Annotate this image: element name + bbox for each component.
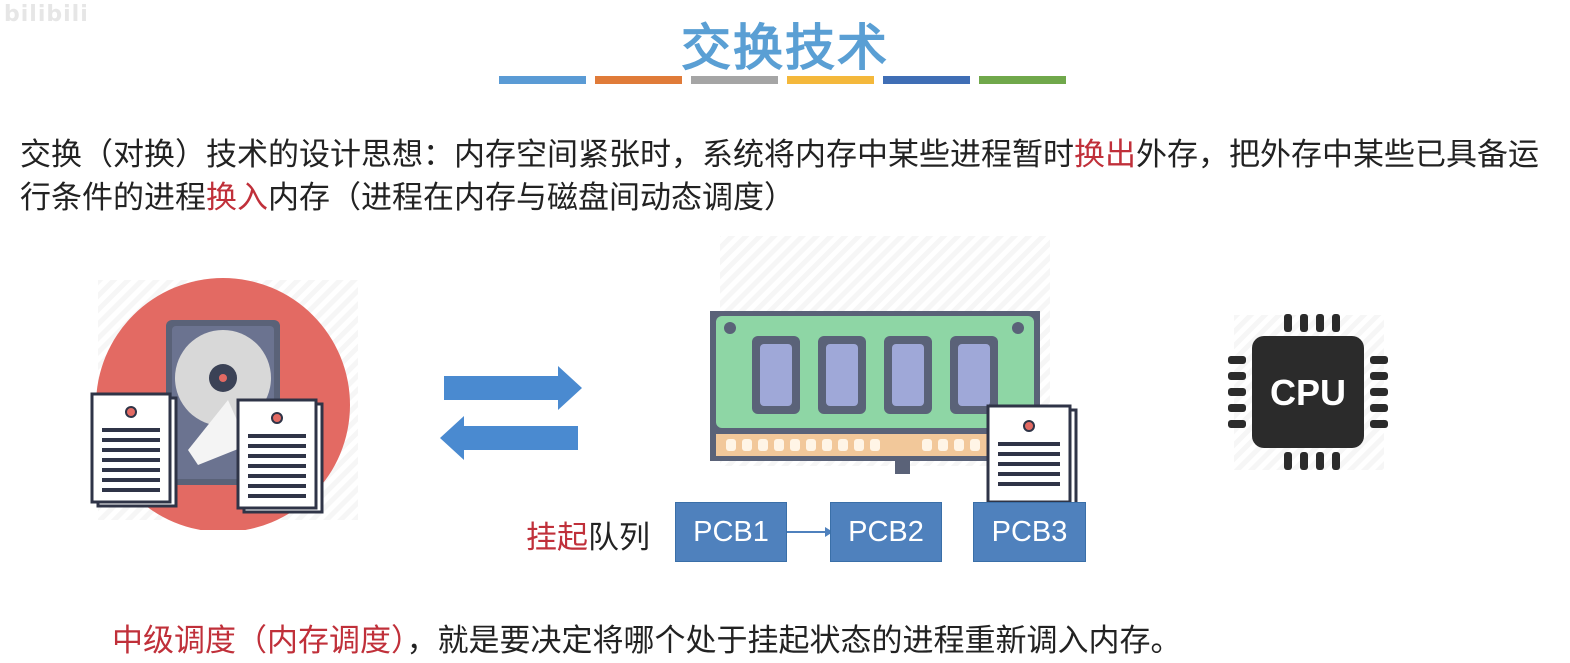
- mid-level-scheduling-highlight: 中级调度（内存调度）: [112, 623, 407, 659]
- document-left-icon: [90, 392, 178, 508]
- conclusion-text: 中级调度（内存调度），就是要决定将哪个处于挂起状态的进程重新调入内存。: [112, 615, 1182, 660]
- cpu-label: CPU: [1270, 372, 1346, 413]
- page-title: 交换技术: [681, 19, 889, 77]
- description-text-3: 内存（进程在内存与磁盘间动态调度）: [268, 180, 795, 216]
- description-text-2: 外存，把外存中某些已具备运行条件的进程: [20, 137, 1539, 216]
- description-text-1: 交换（对换）技术的设计思想：内存空间紧张时，系统将内存中某些进程暂时: [20, 137, 1074, 173]
- queue-link-arrow: [787, 527, 833, 537]
- document-on-memory-icon: [986, 404, 1078, 506]
- swap-out-highlight: 换出: [1074, 137, 1136, 173]
- title-underline-bars: [499, 76, 1066, 84]
- pcb-box-2: PCB2: [830, 502, 942, 562]
- color-bar: [979, 76, 1066, 84]
- pcb-box-1: PCB1: [675, 502, 787, 562]
- pcb-box-3: PCB3: [973, 502, 1086, 562]
- color-bar: [787, 76, 874, 84]
- cpu-chip-icon: CPU: [1228, 314, 1388, 470]
- suspend-queue-label: 挂起队列: [526, 512, 650, 557]
- document-right-icon: [236, 398, 324, 514]
- ram-memory-icon: [710, 236, 1078, 506]
- color-bar: [499, 76, 586, 84]
- swap-in-highlight: 换入: [206, 180, 268, 216]
- color-bar: [595, 76, 682, 84]
- color-bar: [691, 76, 778, 84]
- description-paragraph: 交换（对换）技术的设计思想：内存空间紧张时，系统将内存中某些进程暂时换出外存，把…: [20, 134, 1560, 220]
- queue-label: 队列: [588, 520, 650, 556]
- suspend-label: 挂起: [526, 520, 588, 556]
- hard-disk-with-documents-icon: [90, 278, 358, 530]
- swap-arrows-icon: [440, 366, 582, 460]
- conclusion-rest: ，就是要决定将哪个处于挂起状态的进程重新调入内存。: [406, 623, 1182, 659]
- watermark: bilibili: [4, 2, 89, 27]
- color-bar: [883, 76, 970, 84]
